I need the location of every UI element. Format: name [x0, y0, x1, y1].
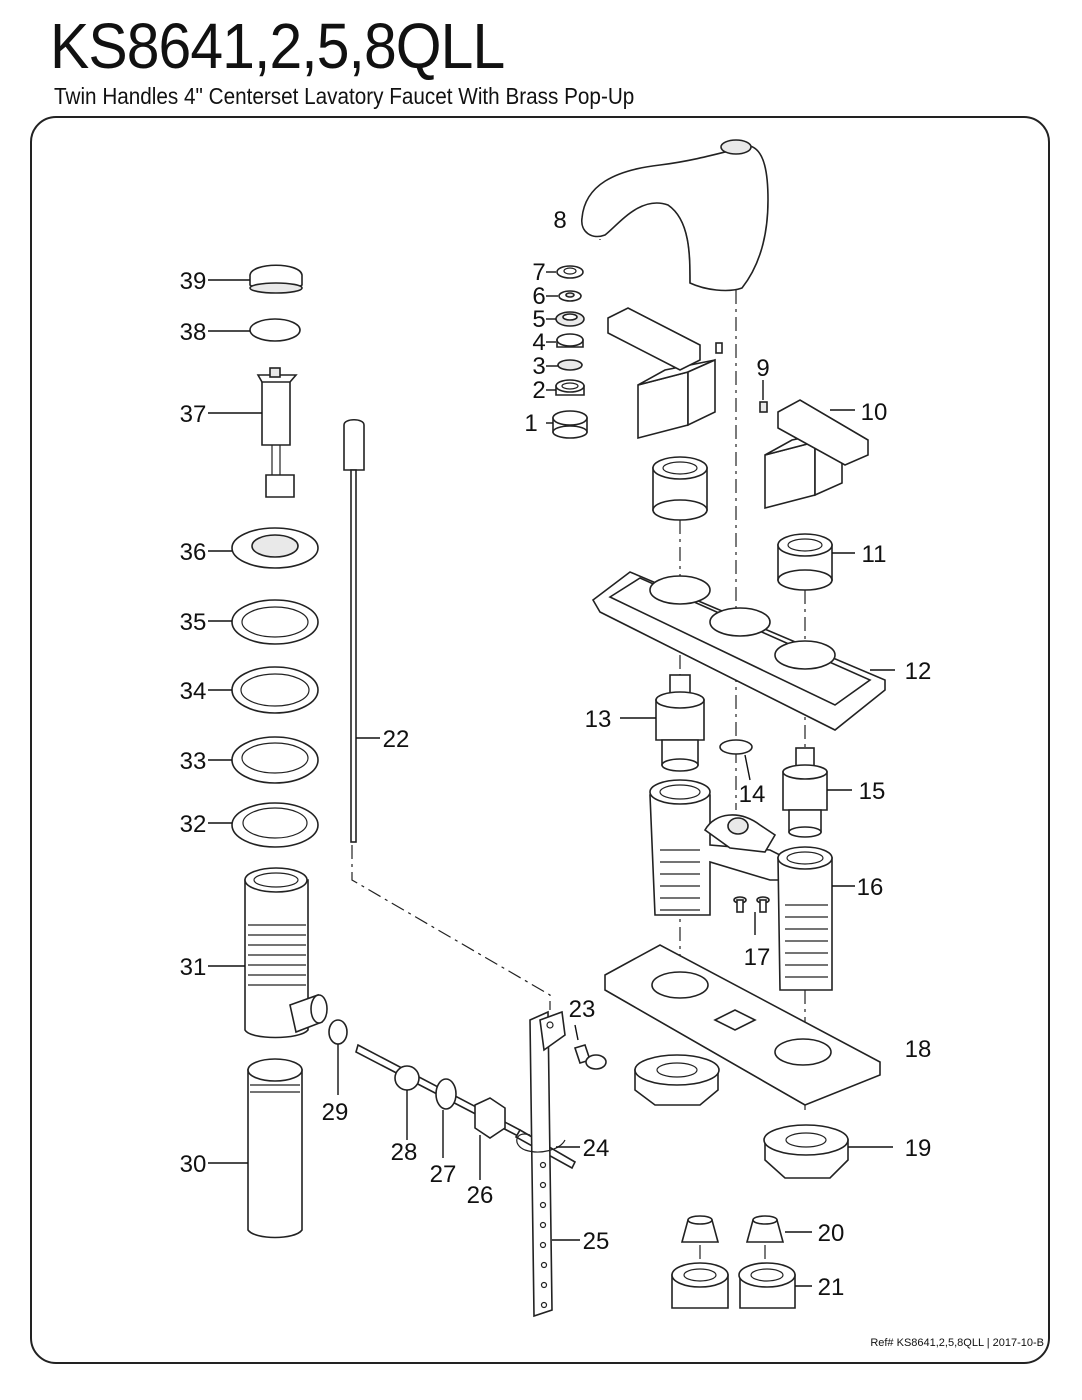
cartridge-part-13 — [655, 674, 705, 772]
callout-2: 2 — [532, 377, 545, 404]
callout-24: 24 — [583, 1135, 610, 1162]
spout-part-8 — [581, 139, 769, 292]
right-handle-part-10 — [759, 399, 869, 510]
callout-20: 20 — [818, 1220, 845, 1247]
callout-30: 30 — [180, 1151, 207, 1178]
callout-12: 12 — [905, 658, 932, 685]
callout-36: 36 — [180, 539, 207, 566]
screws-part-17 — [733, 896, 770, 913]
callout-34: 34 — [180, 678, 207, 705]
bonnet-nuts-part-11 — [652, 456, 833, 591]
gasket-part-35 — [231, 599, 319, 645]
pop-up-cap-part-39 — [249, 264, 303, 294]
callout-10: 10 — [861, 399, 888, 426]
valve-body-part-16 — [649, 779, 833, 991]
ball-part-28 — [394, 1065, 420, 1091]
reference-footer: Ref# KS8641,2,5,8QLL | 2017-10-B — [870, 1337, 1044, 1349]
callout-28: 28 — [391, 1139, 418, 1166]
callout-7: 7 — [532, 259, 545, 286]
o-ring-part-14 — [719, 739, 753, 755]
callout-22: 22 — [383, 726, 410, 753]
coupling-nuts-part-21 — [671, 1262, 796, 1309]
pivot-nut-part-26 — [474, 1097, 506, 1139]
deck-plate-part-12 — [591, 571, 886, 731]
clamp-part-23 — [539, 1010, 607, 1070]
callout-35: 35 — [180, 609, 207, 636]
callout-15: 15 — [859, 778, 886, 805]
callout-17: 17 — [744, 944, 771, 971]
callout-38: 38 — [180, 319, 207, 346]
aerator-stack — [552, 265, 588, 439]
cartridge-part-15 — [782, 747, 828, 838]
o-ring-part-38 — [249, 318, 301, 342]
callout-39: 39 — [180, 268, 207, 295]
lift-rod-part-22 — [343, 418, 365, 843]
stopper-part-37 — [256, 367, 298, 498]
callout-18: 18 — [905, 1036, 932, 1063]
callout-32: 32 — [180, 811, 207, 838]
mounting-nuts-part-19 — [634, 1054, 849, 1179]
tailpiece-part-30 — [247, 1058, 303, 1239]
washer-part-34 — [231, 666, 319, 714]
callout-37: 37 — [180, 401, 207, 428]
callout-29: 29 — [322, 1099, 349, 1126]
drain-body-part-31 — [244, 867, 328, 1039]
callout-19: 19 — [905, 1135, 932, 1162]
callout-labels: 1 2 3 4 5 6 7 8 9 10 11 12 13 14 15 16 1… — [180, 207, 932, 1301]
callout-9: 9 — [756, 355, 769, 382]
callout-6: 6 — [532, 283, 545, 310]
callout-21: 21 — [818, 1274, 845, 1301]
pivot-rod-assembly — [328, 1019, 577, 1170]
callout-23: 23 — [569, 996, 596, 1023]
compression-sleeves-part-20 — [680, 1215, 785, 1243]
callout-26: 26 — [467, 1182, 494, 1209]
model-number-title: KS8641,2,5,8QLL — [50, 10, 505, 82]
product-description: Twin Handles 4" Centerset Lavatory Fauce… — [54, 83, 635, 109]
washer-part-29 — [328, 1019, 348, 1045]
callout-1: 1 — [524, 410, 537, 437]
callout-leader-lines — [208, 271, 895, 1287]
callout-4: 4 — [532, 329, 545, 356]
callout-33: 33 — [180, 748, 207, 775]
callout-11: 11 — [862, 541, 887, 568]
washer-part-32 — [231, 802, 319, 848]
left-handle — [607, 307, 723, 440]
callout-31: 31 — [180, 954, 207, 981]
flange-part-36 — [231, 527, 319, 569]
callout-27: 27 — [430, 1161, 457, 1188]
callout-25: 25 — [583, 1228, 610, 1255]
gasket-part-33 — [231, 736, 319, 784]
washer-part-27 — [435, 1078, 457, 1110]
diagram-frame — [30, 116, 1050, 1364]
callout-14: 14 — [739, 781, 766, 808]
callout-5: 5 — [532, 306, 545, 333]
callout-3: 3 — [532, 353, 545, 380]
callout-13: 13 — [585, 706, 612, 733]
extension-strap-part-25 — [529, 1010, 553, 1318]
callout-16: 16 — [857, 874, 884, 901]
base-gasket-part-18 — [604, 944, 881, 1106]
callout-8: 8 — [553, 207, 566, 234]
